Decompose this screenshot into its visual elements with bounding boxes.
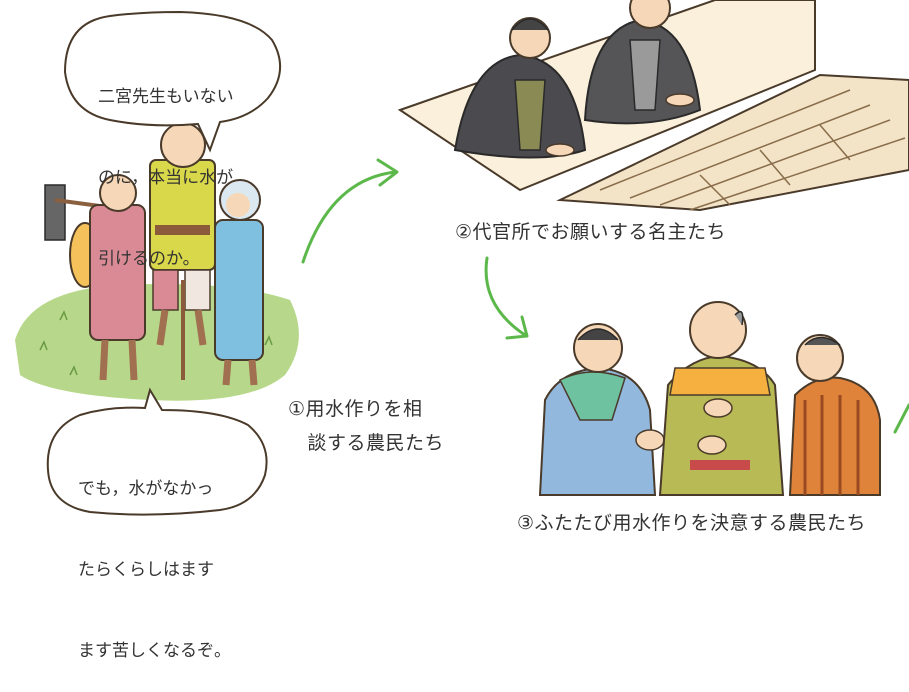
arrow-scene1-to-scene2-head bbox=[376, 158, 399, 187]
speech-bubble-top bbox=[63, 10, 282, 153]
scene-farmers-illustration bbox=[15, 122, 299, 401]
speech-top-line-1: 二宮先生もいない bbox=[98, 87, 234, 107]
speech-top-text: 二宮先生もいない のに，本当に水が 引けるのか。 bbox=[98, 30, 234, 300]
arrow-scene1-to-scene2 bbox=[301, 170, 397, 264]
arrow-scene2-to-scene3-head bbox=[505, 315, 529, 340]
scene2-caption: ②代官所でお願いする名主たち bbox=[455, 221, 727, 243]
scene3-caption: ③ふたたび用水作りを決意する農民たち bbox=[517, 512, 867, 534]
speech-bottom-line-2: たらくらしはます bbox=[78, 560, 214, 580]
illustration bbox=[15, 0, 909, 516]
speech-bubble-bottom bbox=[46, 387, 268, 516]
speech-bottom-line-3: ます苦しくなるぞ。 bbox=[78, 641, 231, 661]
flow-arrows bbox=[301, 158, 909, 434]
scene-resolve-illustration bbox=[538, 301, 881, 496]
scene1-caption-line-2: 談する農民たち bbox=[288, 432, 445, 454]
speech-top-line-3: 引けるのか。 bbox=[98, 249, 200, 269]
speech-top-line-2: のに，本当に水が bbox=[98, 168, 234, 188]
arrow-scene3-continue bbox=[893, 403, 909, 434]
arrow-scene2-to-scene3 bbox=[484, 256, 527, 337]
scene1-caption: ①用水作りを相 談する農民たち bbox=[288, 392, 444, 460]
scene-office-illustration bbox=[397, 0, 909, 212]
speech-bottom-text: でも，水がなかっ たらくらしはます ます苦しくなるぞ。 bbox=[78, 422, 231, 692]
scene1-caption-line-1: ①用水作りを相 bbox=[288, 398, 423, 420]
speech-bottom-line-1: でも，水がなかっ bbox=[78, 479, 214, 499]
